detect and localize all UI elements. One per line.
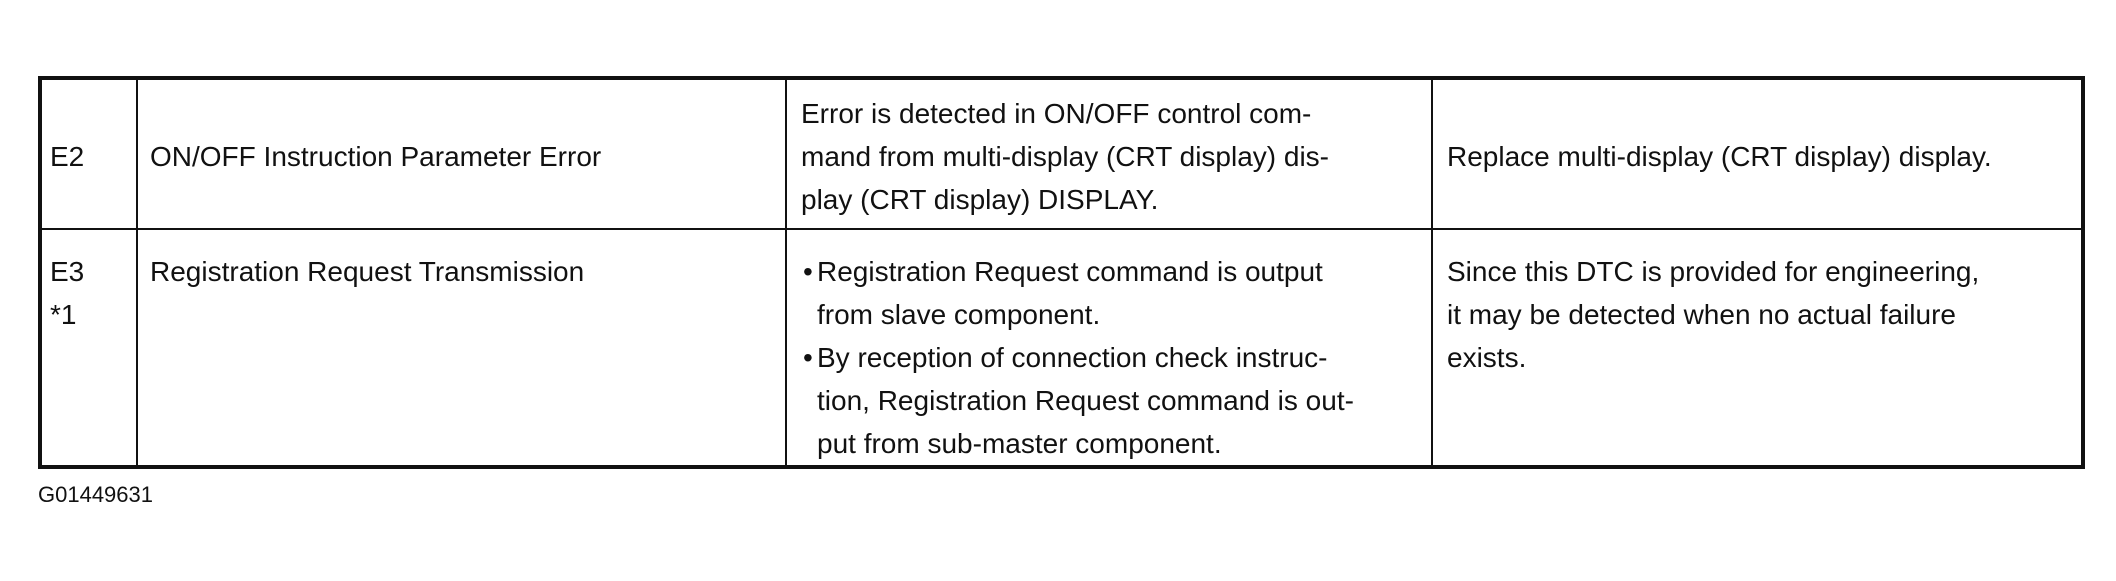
dtc-name: ON/OFF Instruction Parameter Error xyxy=(150,141,602,172)
bullet-icon: • xyxy=(803,256,813,287)
table-row: E2 ON/OFF Instruction Parameter Error Er… xyxy=(39,77,2084,230)
detection-condition-cell: Error is detected in ON/OFF control com-… xyxy=(785,77,1433,230)
condition-text-line: Registration Request command is output xyxy=(817,256,1323,287)
dtc-footnote-marker: *1 xyxy=(50,299,77,330)
trouble-area-cell: Replace multi-display (CRT display) disp… xyxy=(1431,77,2084,230)
condition-text-line: mand from multi-display (CRT display) di… xyxy=(801,141,1329,172)
remedy-text-line: Replace multi-display (CRT display) disp… xyxy=(1447,141,1992,172)
dtc-table: E2 ON/OFF Instruction Parameter Error Er… xyxy=(38,76,2085,469)
condition-text-line: from slave component. xyxy=(817,299,1101,330)
condition-text-line: tion, Registration Request command is ou… xyxy=(817,385,1354,416)
condition-text-line: put from sub-master component. xyxy=(817,428,1222,459)
dtc-code-cell: E3 *1 xyxy=(39,228,138,468)
trouble-area-cell: Since this DTC is provided for engineeri… xyxy=(1431,228,2084,468)
condition-text-line: Error is detected in ON/OFF control com- xyxy=(801,98,1312,129)
table-row: E3 *1 Registration Request Transmission … xyxy=(39,228,2084,468)
condition-text-line: play (CRT display) DISPLAY. xyxy=(801,184,1159,215)
dtc-code: E2 xyxy=(50,141,85,172)
dtc-name: Registration Request Transmission xyxy=(150,256,585,287)
condition-bullet-item: • By reception of connection check instr… xyxy=(801,336,1409,465)
detection-condition-cell: • Registration Request command is output… xyxy=(785,228,1433,468)
bullet-icon: • xyxy=(803,342,813,373)
remedy-text-line: Since this DTC is provided for engineeri… xyxy=(1447,256,1980,287)
dtc-name-cell: Registration Request Transmission xyxy=(136,228,787,468)
condition-text-line: By reception of connection check instruc… xyxy=(817,342,1328,373)
dtc-name-cell: ON/OFF Instruction Parameter Error xyxy=(136,77,787,230)
condition-bullet-item: • Registration Request command is output… xyxy=(801,250,1409,336)
dtc-code-cell: E2 xyxy=(39,77,138,230)
remedy-text-line: exists. xyxy=(1447,342,1527,373)
figure-code: G01449631 xyxy=(38,482,153,507)
remedy-text-line: it may be detected when no actual failur… xyxy=(1447,299,1956,330)
dtc-code: E3 xyxy=(50,256,85,287)
